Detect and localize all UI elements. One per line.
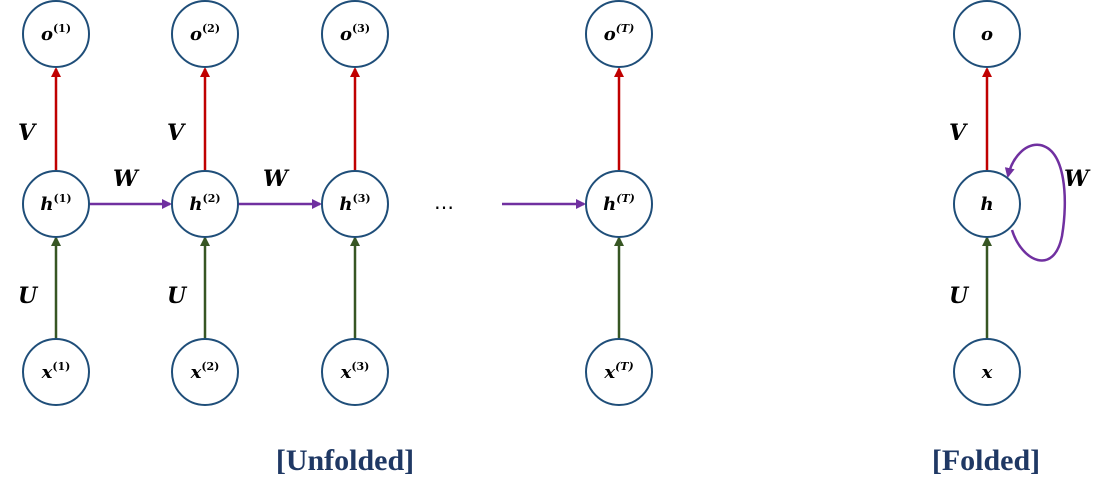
svg-text:h(1): h(1) (40, 192, 71, 215)
unfolded-edges (51, 67, 624, 339)
output-node-3: o(3) (321, 0, 389, 68)
folded-output-node: o (953, 0, 1021, 68)
hidden-node-3: h(3) (321, 170, 389, 238)
output-node-T: o(T) (585, 0, 653, 68)
input-node-T: x(T) (585, 338, 653, 406)
svg-text:h(T): h(T) (603, 192, 635, 215)
svg-text:o: o (981, 24, 993, 45)
svg-text:o(1): o(1) (41, 22, 71, 45)
svg-text:x(T): x(T) (603, 360, 633, 383)
folded-hidden-node: h (953, 170, 1021, 238)
folded-graph: o h x V U W (949, 0, 1091, 406)
svg-text:o(2): o(2) (190, 22, 220, 45)
svg-text:h(3): h(3) (339, 192, 370, 215)
svg-text:o(T): o(T) (604, 22, 635, 45)
svg-text:x(3): x(3) (340, 360, 370, 383)
unfolded-nodes: o(1) h(1) x(1) o(2) h(2) x(2) o(3) (22, 0, 653, 406)
folded-caption: [Folded] (932, 444, 1040, 477)
folded-u-label: U (949, 283, 970, 309)
unfolded-caption: [Unfolded] (276, 444, 414, 477)
svg-text:x: x (981, 362, 993, 383)
folded-v-label: V (949, 120, 968, 146)
w-label-2: W (263, 166, 290, 192)
output-node-1: o(1) (22, 0, 90, 68)
folded-input-node: x (953, 338, 1021, 406)
unfolded-weight-labels: V V U U W W … (18, 120, 454, 309)
folded-w-label: W (1064, 166, 1091, 192)
v-label-2: V (167, 120, 186, 146)
hidden-node-1: h(1) (22, 170, 90, 238)
hidden-node-2: h(2) (171, 170, 239, 238)
svg-text:o(3): o(3) (340, 22, 370, 45)
ellipsis: … (434, 190, 454, 214)
svg-text:h(2): h(2) (189, 192, 220, 215)
w-label-1: W (113, 166, 140, 192)
output-node-2: o(2) (171, 0, 239, 68)
u-label-2: U (167, 283, 188, 309)
svg-text:x(1): x(1) (41, 360, 71, 383)
input-node-1: x(1) (22, 338, 90, 406)
input-node-3: x(3) (321, 338, 389, 406)
u-label-1: U (18, 283, 39, 309)
hidden-node-T: h(T) (585, 170, 653, 238)
svg-text:h: h (980, 194, 993, 215)
v-label-1: V (18, 120, 37, 146)
folded-w-loop (1004, 143, 1067, 262)
input-node-2: x(2) (171, 338, 239, 406)
svg-text:x(2): x(2) (190, 360, 220, 383)
